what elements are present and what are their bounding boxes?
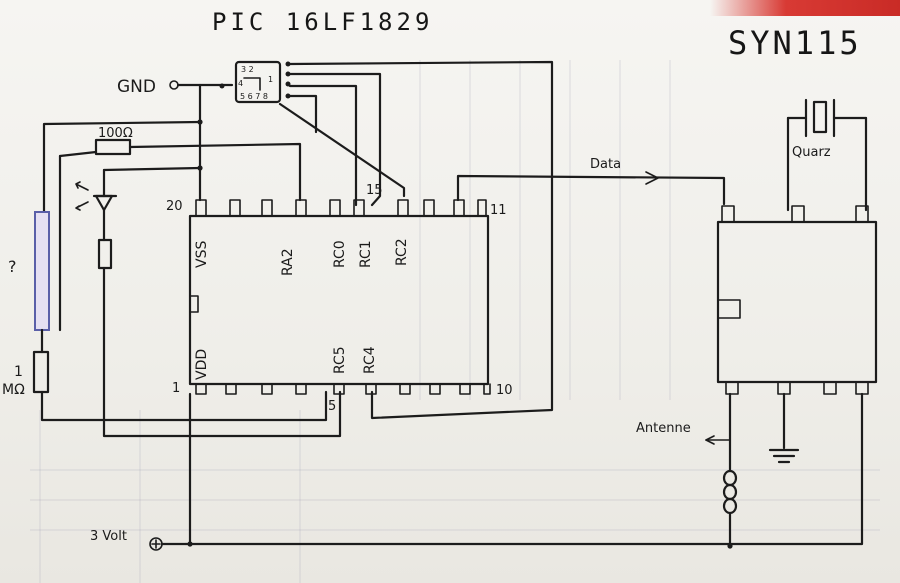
rc2-label: RC2 — [394, 238, 410, 266]
pin-11-label: 11 — [490, 203, 507, 218]
pin-15-label: 15 — [366, 183, 383, 198]
wire-chip-to-rc1 — [288, 72, 382, 207]
data-label: Data — [590, 157, 621, 172]
svg-text:1: 1 — [14, 364, 23, 380]
volt-label: 3 Volt — [90, 529, 127, 544]
wire-resistor-left — [58, 150, 98, 158]
wire-chip-to-rc4 — [288, 60, 554, 420]
resistor-100: 100Ω — [94, 126, 133, 156]
rc0-label: RC0 — [332, 240, 348, 268]
wire-resistor-to-ra2 — [128, 142, 302, 202]
svg-text:5 6 7 8: 5 6 7 8 — [240, 92, 268, 101]
wire-chip-pin — [288, 94, 318, 134]
svg-text:100Ω: 100Ω — [98, 126, 133, 141]
data-arrow — [645, 171, 659, 185]
svg-text:MΩ: MΩ — [2, 382, 25, 398]
wire-left-top — [42, 120, 202, 214]
syn115-chip — [716, 205, 878, 395]
rc4-label: RC4 — [362, 346, 378, 374]
ground-symbol — [768, 392, 800, 464]
rc1-label: RC1 — [358, 240, 374, 268]
resistor-1m: 1 MΩ — [2, 350, 50, 398]
wire-data — [456, 174, 726, 206]
led-resistor — [97, 238, 113, 270]
background-grid — [30, 60, 880, 583]
vdd-label: VDD — [194, 349, 210, 380]
wire-1m-bottom — [40, 390, 328, 422]
svg-text:3 2: 3 2 — [241, 65, 254, 74]
pin-5-label: 5 — [328, 399, 336, 414]
pin-20-label: 20 — [166, 199, 183, 214]
module-title: SYN115 — [728, 24, 862, 62]
wire-chip-to-rc2 — [278, 102, 406, 198]
svg-text:1: 1 — [268, 75, 273, 84]
rc5-label: RC5 — [332, 346, 348, 374]
ra2-label: RA2 — [280, 248, 296, 276]
wire-led-top — [102, 166, 202, 172]
gnd-terminal — [169, 80, 179, 90]
vss-label: VSS — [194, 241, 210, 268]
quartz-crystal: Quarz — [786, 98, 868, 160]
wire-supply-bottom — [184, 392, 864, 546]
title-text: PIC 16LF1829 — [212, 8, 433, 36]
small-chip: 3 2 4 1 5 6 7 8 — [219, 60, 291, 104]
unknown-component: ? — [8, 211, 50, 331]
antenne-label: Antenne — [636, 421, 691, 436]
wire-chip-to-rc0 — [288, 84, 358, 207]
pic-chip — [188, 199, 491, 395]
wire-led-to-rc5 — [102, 266, 342, 438]
red-corner-edge — [710, 0, 900, 16]
led-diode — [75, 168, 118, 242]
gnd-label: GND — [117, 77, 156, 97]
pin-10-label: 10 — [496, 383, 513, 398]
svg-text:?: ? — [8, 257, 17, 276]
battery-terminal — [149, 537, 163, 551]
svg-text:Quarz: Quarz — [792, 145, 831, 160]
pin-1-label: 1 — [172, 381, 180, 396]
svg-text:4: 4 — [238, 79, 243, 88]
coil-inductor — [722, 469, 738, 515]
